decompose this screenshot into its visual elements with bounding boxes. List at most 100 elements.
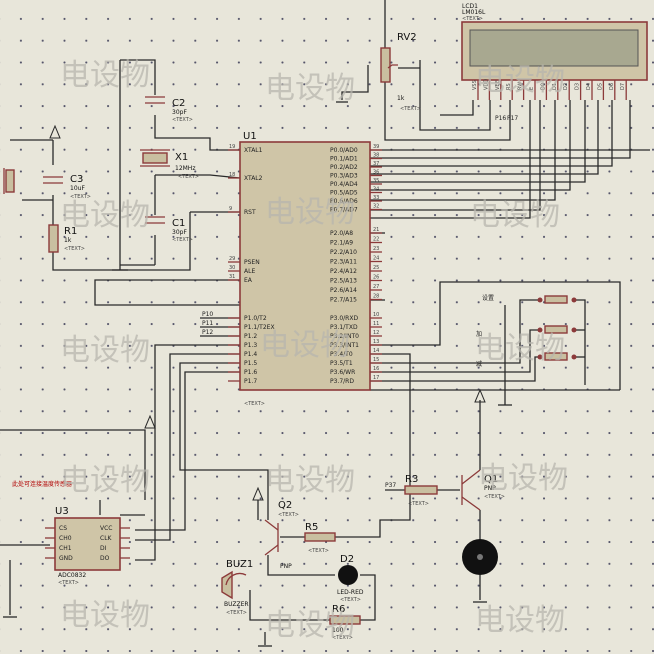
- u3-pin-label: GND: [59, 555, 73, 562]
- u1-pin-label: P1.7: [244, 378, 257, 385]
- u3-pin-label: CH1: [59, 545, 72, 552]
- u1-pin-label: P3.3/INT1: [330, 342, 359, 349]
- r6-resistor[interactable]: R6 100 <TEXT>: [329, 604, 361, 641]
- u1-pin-label: P2.2/A10: [330, 249, 357, 256]
- u3-model: ADC0832: [58, 572, 86, 579]
- r1-ref: R1: [64, 226, 77, 237]
- wire: [440, 100, 474, 116]
- rv2-potentiometer[interactable]: RV2 1k <TEXT>: [380, 32, 421, 112]
- x1-ref: X1: [175, 152, 188, 163]
- u1-pin-number: 32: [373, 204, 379, 210]
- c3-capacitor[interactable]: C3 10uF <TEXT>: [43, 174, 91, 200]
- key-add-label: 加: [476, 330, 482, 338]
- wire: [360, 574, 376, 621]
- u1-pin-number: 18: [229, 172, 235, 178]
- reset-button-body: [5, 169, 15, 193]
- c2-ref: C2: [172, 98, 185, 109]
- buz1-cone: [225, 572, 247, 586]
- wire: [335, 353, 411, 538]
- motor-shaft: [477, 554, 483, 560]
- c2-capacitor[interactable]: C2 30pF <TEXT>: [145, 96, 193, 123]
- wire: [370, 100, 599, 175]
- u3-pin-label: CH0: [59, 535, 72, 542]
- watermark: 电设物: [260, 328, 350, 363]
- lcd-pin-label: D1: [552, 83, 558, 90]
- q1-transistor[interactable]: Q1 PNP <TEXT>: [461, 469, 505, 511]
- u1-pin-number: 14: [373, 348, 379, 354]
- buz1-buzzer[interactable]: BUZ1 BUZZER <TEXT>: [221, 559, 253, 616]
- key-sub[interactable]: 减: [476, 352, 577, 368]
- watermarks: 电设物 电设物 电设物 电设物 电设物 电设物 电设物 电设物 电设物 电设物 …: [60, 58, 568, 643]
- u1-pin-number: 36: [373, 170, 379, 176]
- r1-resistor[interactable]: R1 1k <TEXT>: [48, 224, 85, 253]
- key-add[interactable]: 加: [476, 325, 577, 338]
- q2-transistor[interactable]: Q2 PNP <TEXT>: [264, 500, 299, 570]
- u1-pin-number: 34: [373, 187, 379, 193]
- u1-pin-label: P1.1/T2EX: [244, 324, 275, 331]
- watermark: 电设物: [60, 598, 150, 633]
- u1-pin-label: P0.7/AD7: [330, 207, 358, 214]
- q2-ref: Q2: [278, 500, 292, 511]
- x1-crystal[interactable]: X1 12MHz <TEXT>: [140, 149, 199, 180]
- u1-body: [239, 141, 371, 391]
- power-arrow-icon: [144, 414, 156, 429]
- u1-pin-number: 37: [373, 161, 379, 167]
- u1-pin-label: P0.6/AD6: [330, 198, 358, 205]
- u1-pin-label: P0.4/AD4: [330, 181, 358, 188]
- watermark: 电设物: [60, 58, 150, 93]
- wire: [135, 371, 240, 531]
- power-arrow-icon: [474, 388, 486, 403]
- watermark: 电设物: [470, 198, 560, 233]
- q1-collector: [461, 496, 481, 511]
- q1-ref: Q1: [484, 474, 498, 485]
- u1-pin-label: P0.5/AD5: [330, 190, 358, 197]
- d2-led[interactable]: D2 LED-RED <TEXT>: [337, 554, 364, 603]
- wire: [155, 174, 241, 179]
- wire: [370, 329, 540, 373]
- r3-ref: R3: [405, 474, 418, 485]
- lcd-pin-label: D6: [609, 83, 615, 90]
- u1-pin-label: ALE: [244, 268, 255, 275]
- r3-resistor[interactable]: R3 <TEXT>: [404, 474, 438, 507]
- lcd-pin-label: VEE: [495, 80, 501, 90]
- u3-ref: U3: [55, 506, 69, 517]
- u1-pin-number: 15: [373, 357, 379, 363]
- key-sub-body: [544, 352, 568, 361]
- key-sub-label: 减: [476, 360, 482, 368]
- u1-mcu[interactable]: U1 <TEXT> XTAL119XTAL218RST9PSEN29ALE30E…: [228, 131, 382, 407]
- rv2-wiper: [387, 64, 398, 69]
- r6-text: <TEXT>: [332, 635, 353, 641]
- u3-text: <TEXT>: [58, 580, 79, 586]
- lcd-pin-label: VSS: [472, 80, 478, 90]
- c1-text: <TEXT>: [172, 237, 193, 243]
- motor[interactable]: [462, 539, 498, 575]
- key-set-contact: [537, 297, 543, 303]
- r5-resistor[interactable]: R5 <TEXT>: [304, 522, 336, 554]
- u1-pin-label: EA: [244, 277, 253, 284]
- wire: [120, 59, 156, 95]
- u1-pin-number: 21: [373, 227, 379, 233]
- u1-pin-label: P3.7/RD: [330, 378, 354, 385]
- u1-pin-number: 19: [229, 144, 235, 150]
- u1-pin-label: P2.4/A12: [330, 268, 357, 275]
- c1-capacitor[interactable]: C1 30pF <TEXT>: [145, 216, 193, 243]
- buz1-text: <TEXT>: [226, 610, 247, 616]
- watermark: 电设物: [265, 463, 355, 498]
- u1-pin-label: P2.7/A15: [330, 297, 357, 304]
- key-set[interactable]: 设置: [482, 294, 577, 304]
- buz1-model: BUZZER: [224, 601, 249, 608]
- lcd-pin-label: D4: [586, 83, 592, 90]
- watermark: 电设物: [265, 71, 355, 106]
- wire: [154, 115, 240, 151]
- u3-body: [54, 517, 121, 571]
- adc-note: 此处可连接温度传感器: [12, 480, 72, 488]
- net-label: P37: [385, 482, 396, 489]
- watermark: 电设物: [60, 333, 150, 368]
- u1-pin-label: P0.1/AD1: [330, 156, 358, 163]
- u1-pin-number: 26: [373, 275, 379, 281]
- reset-button[interactable]: [3, 168, 15, 194]
